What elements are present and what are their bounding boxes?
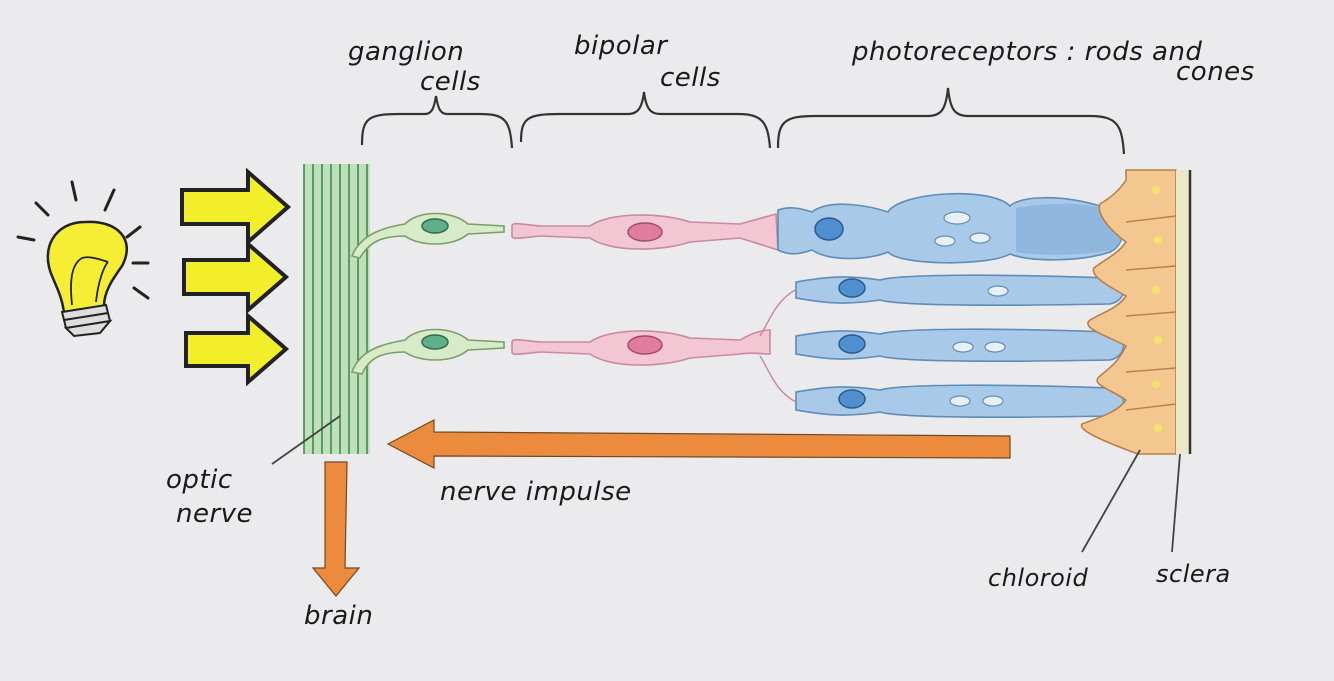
light-bulb-icon [16,180,150,338]
optic-nerve-label: optic [166,465,233,495]
optic-nerve-label-line2: nerve [176,499,253,529]
sclera-leader [1171,453,1181,553]
ganglion-bracket [360,95,514,149]
bipolar-bracket [519,91,772,149]
nerve-impulse-arrow [386,419,1011,469]
brain-label: brain [304,601,373,631]
sclera-label: sclera [1156,560,1231,588]
light-arrow [180,167,292,247]
photoreceptor-bracket [776,87,1126,155]
layer-brackets [360,87,1126,155]
choroid-leader [1081,449,1141,553]
ganglion-cell [350,328,505,375]
ganglion-label: ganglion [348,37,464,67]
rod-photoreceptor [795,274,1125,306]
choroid-label: chloroid [988,564,1088,592]
rod-photoreceptor [795,384,1125,418]
ganglion-label-line2: cells [420,67,481,97]
rod-photoreceptor [795,328,1125,362]
cone-photoreceptor [777,192,1124,264]
photoreceptors-label: photoreceptors : rods and [851,37,1202,67]
light-arrow [182,239,290,315]
brain-arrow [311,461,361,597]
ganglion-cell [350,212,505,259]
light-arrows [180,167,292,387]
optic-nerve-leader [271,415,341,465]
optic-nerve-layer [303,164,370,454]
sclera-layer [1176,170,1192,454]
bipolar-cell [511,212,779,252]
bipolar-label-line2: cells [660,63,721,93]
nerve-impulse-label: nerve impulse [440,477,632,507]
bipolar-cell [511,289,797,403]
bipolar-label: bipolar [574,31,669,61]
light-arrow [184,311,290,387]
choroid-layer [1080,169,1177,455]
photoreceptors-label-line2: cones [1176,57,1255,87]
leader-lines [271,415,1181,553]
